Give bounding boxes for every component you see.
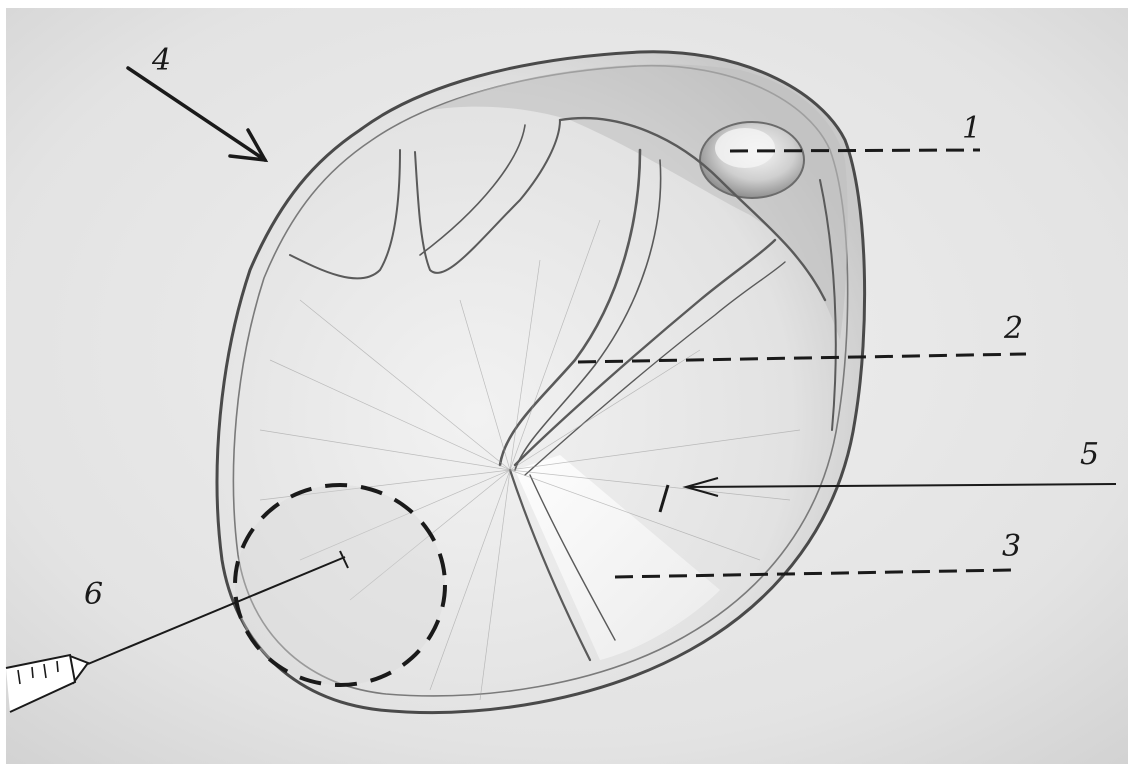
label-3: 3 [1002, 529, 1021, 564]
label-5: 5 [1080, 437, 1099, 472]
label-2: 2 [1003, 311, 1023, 346]
label-6: 6 [84, 577, 103, 612]
puncture-zone [235, 485, 445, 685]
label-4: 4 [151, 43, 171, 78]
nodule-1-highlight [715, 128, 775, 168]
label-1: 1 [962, 111, 981, 146]
